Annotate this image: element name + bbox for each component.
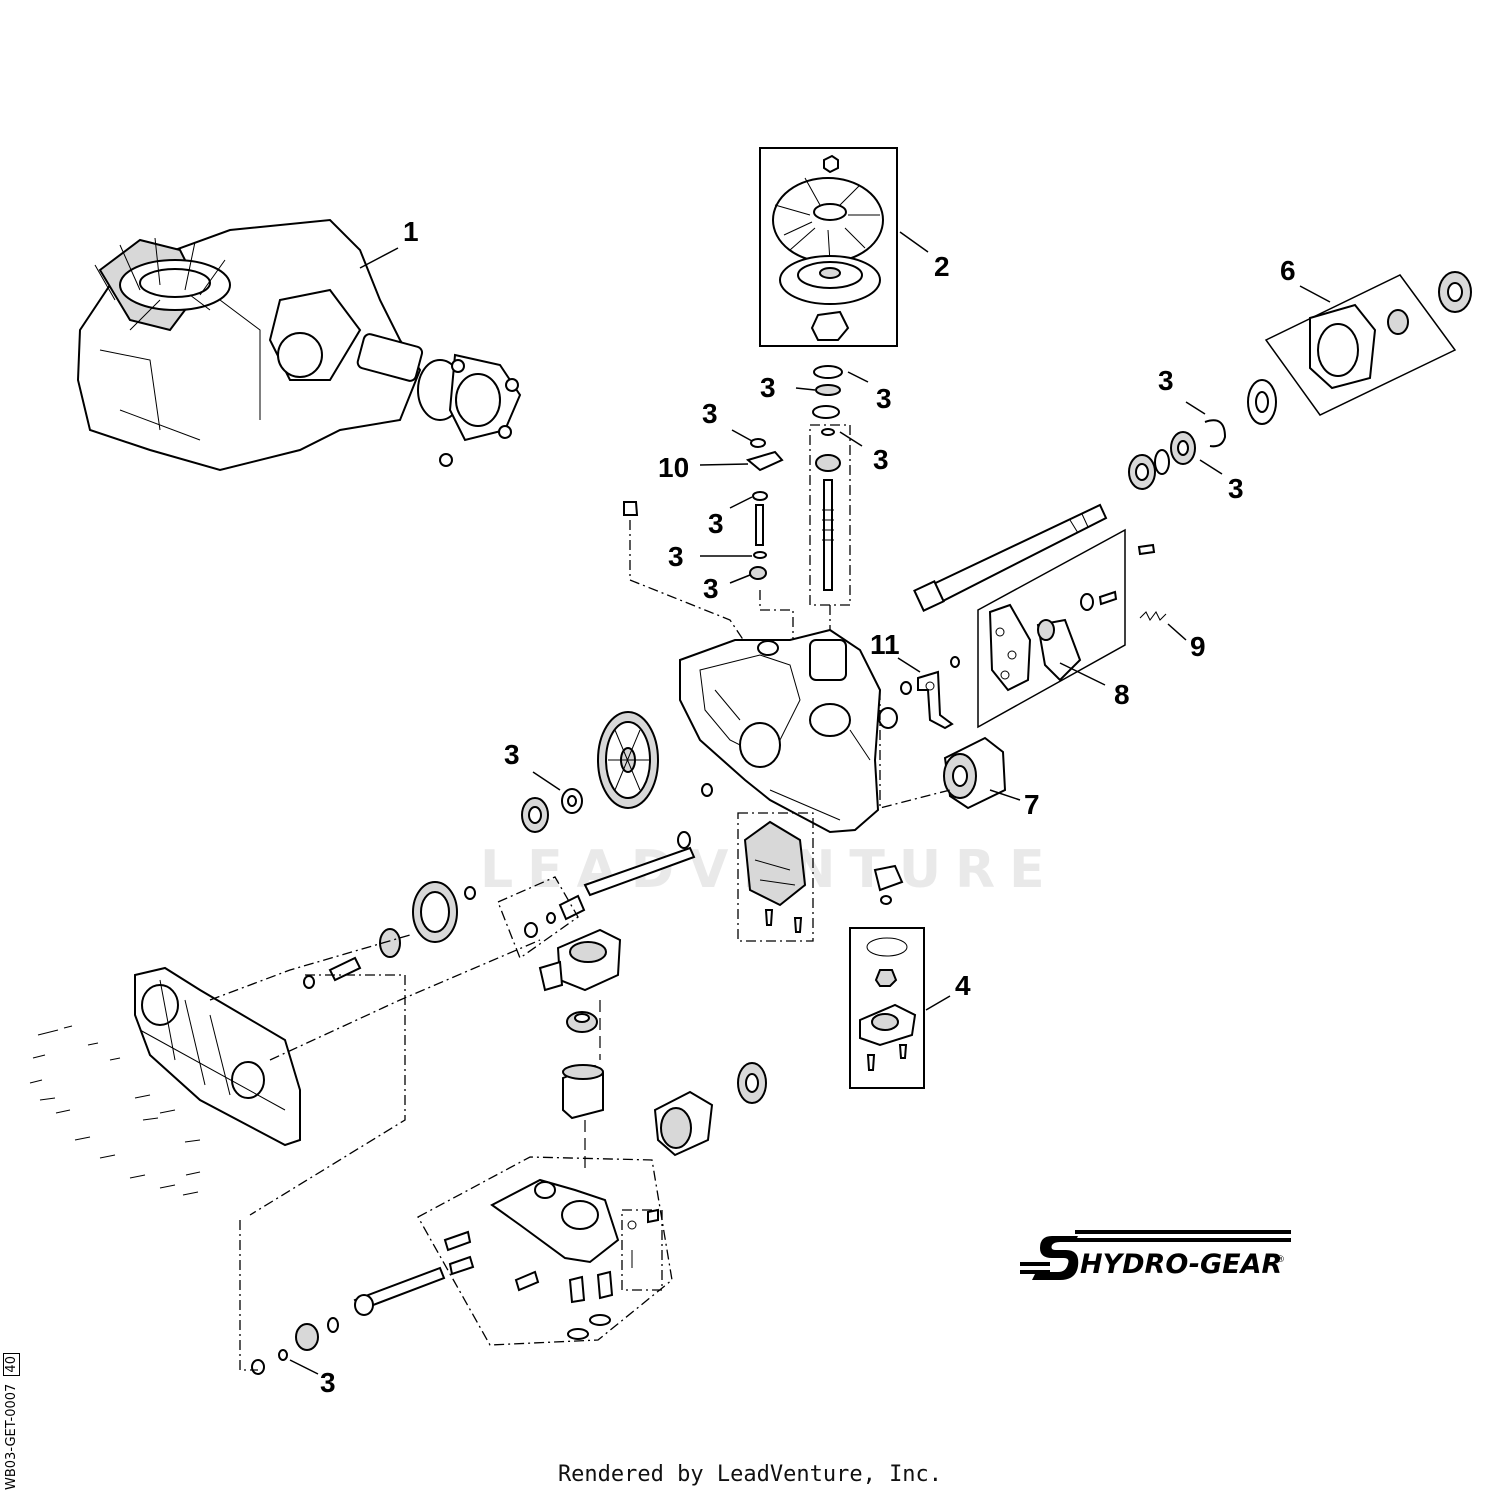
main-housing[interactable] [679,628,882,834]
oil-filter[interactable] [878,707,1007,810]
callout-3-arm-bottom[interactable]: 3 [703,573,719,604]
leader-11 [897,657,921,673]
center-section[interactable] [538,928,622,1033]
leader-6 [1299,285,1331,303]
hydro-gear-logo: HYDRO-GEAR ® [1020,1230,1291,1280]
assembly-line-pump [584,1000,601,1170]
callout-3-axle-bearing[interactable]: 3 [1228,473,1244,504]
callout-3-input-left[interactable]: 3 [760,372,776,403]
reduction-gear[interactable] [303,881,476,989]
axle-bearings[interactable] [1128,419,1227,490]
callout-4[interactable]: 4 [955,970,971,1001]
leader-9 [1167,623,1187,641]
output-shaft[interactable] [251,1266,446,1375]
fan-pulley-kit[interactable] [759,147,898,347]
callout-2[interactable]: 2 [934,251,950,282]
axle-shaft[interactable] [913,503,1108,612]
motor-cylinder-block[interactable] [653,1062,767,1157]
logo-registered: ® [1276,1255,1285,1265]
leader-3d [731,429,753,442]
assembly-line-inter [497,876,579,960]
doc-id-rev: 40 [3,1353,20,1376]
leader-3g [729,574,751,584]
callout-10[interactable]: 10 [658,452,689,483]
callout-3-output[interactable]: 3 [320,1367,336,1398]
vent-plug[interactable] [623,501,639,516]
leader-10 [699,463,749,466]
callout-3-input-lower[interactable]: 3 [873,444,889,475]
baffle-plate[interactable] [737,812,814,942]
leader-1 [359,247,399,269]
leader-4 [925,995,951,1011]
hub-kit[interactable] [1247,271,1472,425]
callout-6[interactable]: 6 [1280,255,1296,286]
assembly-line-output [239,1220,258,1371]
footer-credit: Rendered by LeadVenture, Inc. [557,1462,943,1487]
callout-3-input-right[interactable]: 3 [876,383,892,414]
callout-9[interactable]: 9 [1190,631,1206,662]
input-shaft-stack[interactable] [809,365,851,606]
valve-block[interactable] [417,1156,673,1346]
callout-11[interactable]: 11 [870,629,900,660]
brake-kit[interactable] [977,528,1156,729]
assembly-line-vent [629,520,751,651]
leader-3j [532,771,561,791]
axle-bearing-left[interactable] [521,783,713,833]
brake-spring[interactable] [1139,611,1167,621]
leader-3b [847,371,869,383]
callout-3-axle-clip[interactable]: 3 [1158,365,1174,396]
callout-8[interactable]: 8 [1114,679,1130,710]
cover-bolts[interactable] [29,1025,201,1196]
assembly-lines-cover [209,934,541,1216]
logo-text: HYDRO-GEAR [1080,1249,1282,1280]
leader-3c [839,431,863,447]
pump-cylinder-block[interactable] [562,1064,604,1120]
leader-3i [1199,459,1223,475]
leader-3a [795,387,816,391]
leader-7 [989,789,1021,801]
side-cover[interactable] [134,966,301,1147]
callout-3-gear-washer[interactable]: 3 [504,739,520,770]
leader-2 [899,231,929,253]
callout-3-arm-low[interactable]: 3 [668,541,684,572]
assembly-line-filter [879,690,951,809]
callout-3-arm-top[interactable]: 3 [702,398,718,429]
leader-3e [729,496,753,509]
leader-3k [289,1359,319,1375]
bull-gear[interactable] [597,711,659,809]
brake-bracket[interactable] [900,656,960,730]
leader-8 [1059,662,1106,686]
control-arm-stack[interactable] [745,438,784,580]
callout-7[interactable]: 7 [1024,789,1040,820]
intermediate-shaft[interactable] [524,831,696,938]
charge-pump-kit[interactable] [849,864,925,1089]
leader-3h [1185,401,1206,415]
transaxle-assembly[interactable] [76,218,522,472]
callout-1[interactable]: 1 [403,216,419,247]
callout-3-arm-mid[interactable]: 3 [708,508,724,539]
